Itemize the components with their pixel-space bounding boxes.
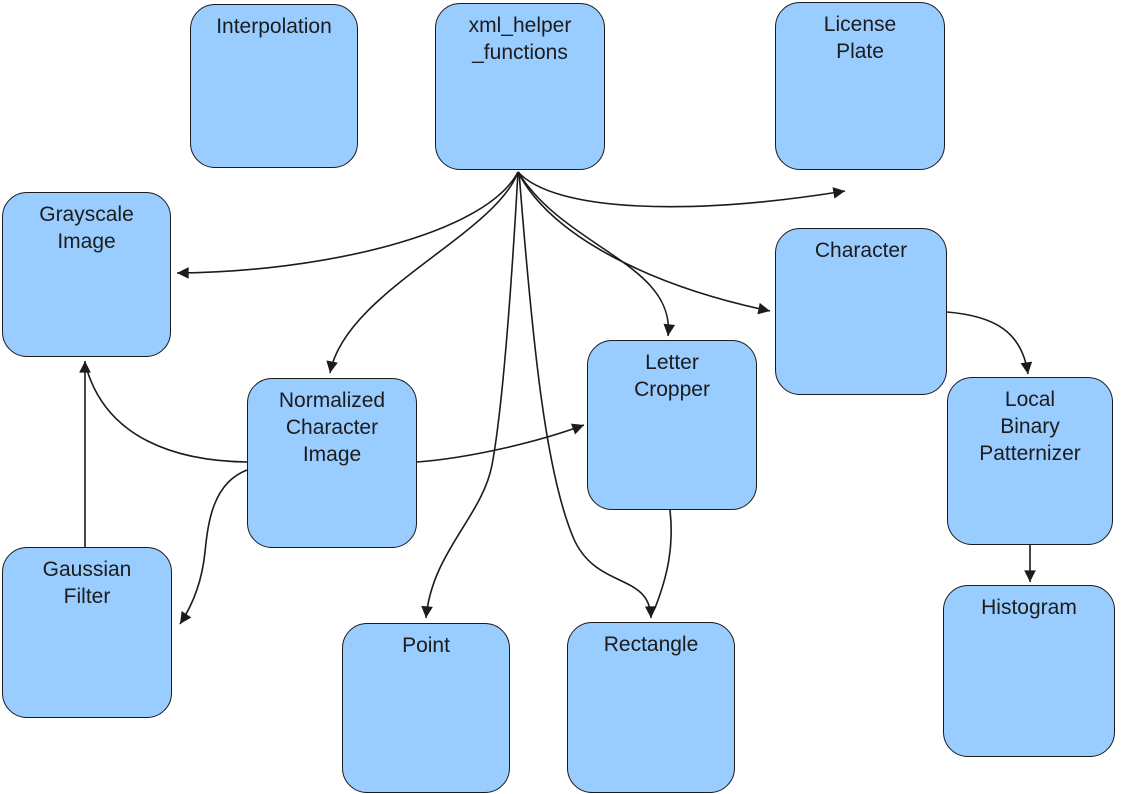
edge-normalized-to-grayscale-image [86,369,248,463]
edge-normalized-to-gaussian-filter [179,469,248,625]
edge-letter-cropper-to-rectangle [654,509,673,609]
node-rectangle: Rectangle [567,622,735,793]
node-gaussian-filter: Gaussian Filter [2,547,172,718]
node-license-plate: License Plate [775,2,945,170]
node-xml-helper-functions: xml_helper _functions [435,3,605,170]
edge-character-to-local-binary-patternizer [946,311,1033,375]
edge-xml-to-character [517,171,771,315]
node-grayscale-image: Grayscale Image [2,192,171,357]
edge-xml-to-letter-cropper [517,171,676,337]
edge-normalized-to-letter-cropper [416,423,585,463]
node-character: Character [775,228,947,395]
node-histogram: Histogram [943,585,1115,757]
edge-xml-to-grayscale-image [176,171,519,279]
node-point: Point [342,623,510,793]
edge-xml-to-license-plate [517,171,846,208]
node-normalized-character-image: Normalized Character Image [247,378,417,548]
edge-xml-to-point [421,171,519,619]
node-interpolation: Interpolation [190,4,358,168]
edge-xml-to-normalized-character-image [326,171,519,374]
node-local-binary-patternizer: Local Binary Patternizer [947,377,1113,545]
node-letter-cropper: Letter Cropper [587,340,757,510]
